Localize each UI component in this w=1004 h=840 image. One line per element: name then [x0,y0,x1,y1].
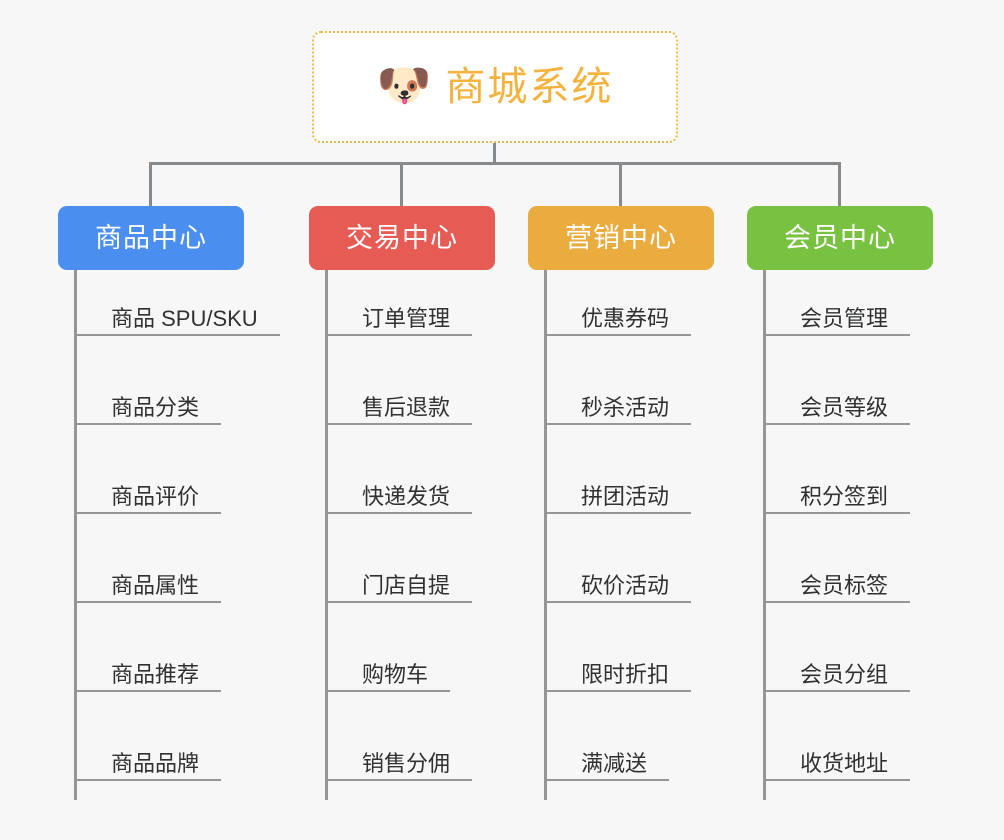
category-label: 交易中心 [346,222,458,253]
category-营销中心[interactable]: 营销中心 [528,206,714,270]
leaf-item[interactable]: 拼团活动 [547,448,692,514]
category-会员中心[interactable]: 会员中心 [747,206,933,270]
leaf-item[interactable]: 砍价活动 [547,537,692,603]
leaf-item-label: 满减送 [581,750,648,776]
leaf-item[interactable]: 商品品牌 [77,715,222,781]
leaf-item[interactable]: 满减送 [547,715,670,781]
leaf-item-label: 购物车 [362,661,429,687]
branch-trunk [74,270,77,800]
leaf-item-label: 优惠券码 [581,305,670,331]
leaf-item-label: 会员标签 [800,572,889,598]
leaf-item-label: 会员等级 [800,394,889,420]
leaf-item-label: 销售分佣 [362,750,451,776]
leaf-item-label: 限时折扣 [581,661,670,687]
leaf-item-label: 售后退款 [362,394,451,420]
connector-root-stem [493,143,496,164]
category-label: 会员中心 [784,222,896,253]
branch-trunk [325,270,328,800]
leaf-item[interactable]: 会员标签 [766,537,911,603]
leaf-item-label: 商品推荐 [111,661,200,687]
leaf-item[interactable]: 积分签到 [766,448,911,514]
leaf-item-label: 商品属性 [111,572,200,598]
leaf-item-label: 商品品牌 [111,750,200,776]
branch-trunk [544,270,547,800]
leaf-item-label: 商品评价 [111,483,200,509]
leaf-item[interactable]: 限时折扣 [547,626,692,692]
leaf-item[interactable]: 销售分佣 [328,715,473,781]
category-交易中心[interactable]: 交易中心 [309,206,495,270]
leaf-item[interactable]: 收货地址 [766,715,911,781]
leaf-item[interactable]: 商品评价 [77,448,222,514]
leaf-item[interactable]: 商品分类 [77,359,222,425]
root-node[interactable]: 🐶 商城系统 [312,31,678,143]
leaf-item[interactable]: 会员等级 [766,359,911,425]
connector-drop-3 [619,162,622,206]
connector-drop-2 [400,162,403,206]
leaf-item-label: 门店自提 [362,572,451,598]
dog-face-icon: 🐶 [376,61,432,110]
leaf-item[interactable]: 秒杀活动 [547,359,692,425]
connector-drop-4 [838,162,841,206]
leaf-item-label: 砍价活动 [581,572,670,598]
leaf-item[interactable]: 订单管理 [328,270,473,336]
leaf-item-label: 会员管理 [800,305,889,331]
category-label: 商品中心 [95,222,207,253]
leaf-item[interactable]: 优惠券码 [547,270,692,336]
leaf-item-label: 拼团活动 [581,483,670,509]
leaf-item[interactable]: 会员管理 [766,270,911,336]
connector-drop-1 [149,162,152,206]
connector-horizontal-bus [149,162,841,165]
branch-trunk [763,270,766,800]
leaf-item-label: 积分签到 [800,483,889,509]
leaf-item-label: 快递发货 [362,483,451,509]
leaf-item[interactable]: 快递发货 [328,448,473,514]
leaf-item-label: 商品分类 [111,394,200,420]
leaf-item[interactable]: 商品推荐 [77,626,222,692]
leaf-item[interactable]: 商品属性 [77,537,222,603]
leaf-item[interactable]: 商品 SPU/SKU [77,270,280,336]
category-label: 营销中心 [565,222,677,253]
leaf-item-label: 收货地址 [800,750,889,776]
leaf-item[interactable]: 门店自提 [328,537,473,603]
leaf-item[interactable]: 购物车 [328,626,451,692]
leaf-item-label: 秒杀活动 [581,394,670,420]
leaf-item-label: 会员分组 [800,661,889,687]
root-title: 商城系统 [445,65,614,109]
category-商品中心[interactable]: 商品中心 [58,206,244,270]
leaf-item-label: 商品 SPU/SKU [111,305,258,331]
leaf-item-label: 订单管理 [362,305,451,331]
leaf-item[interactable]: 会员分组 [766,626,911,692]
leaf-item[interactable]: 售后退款 [328,359,473,425]
